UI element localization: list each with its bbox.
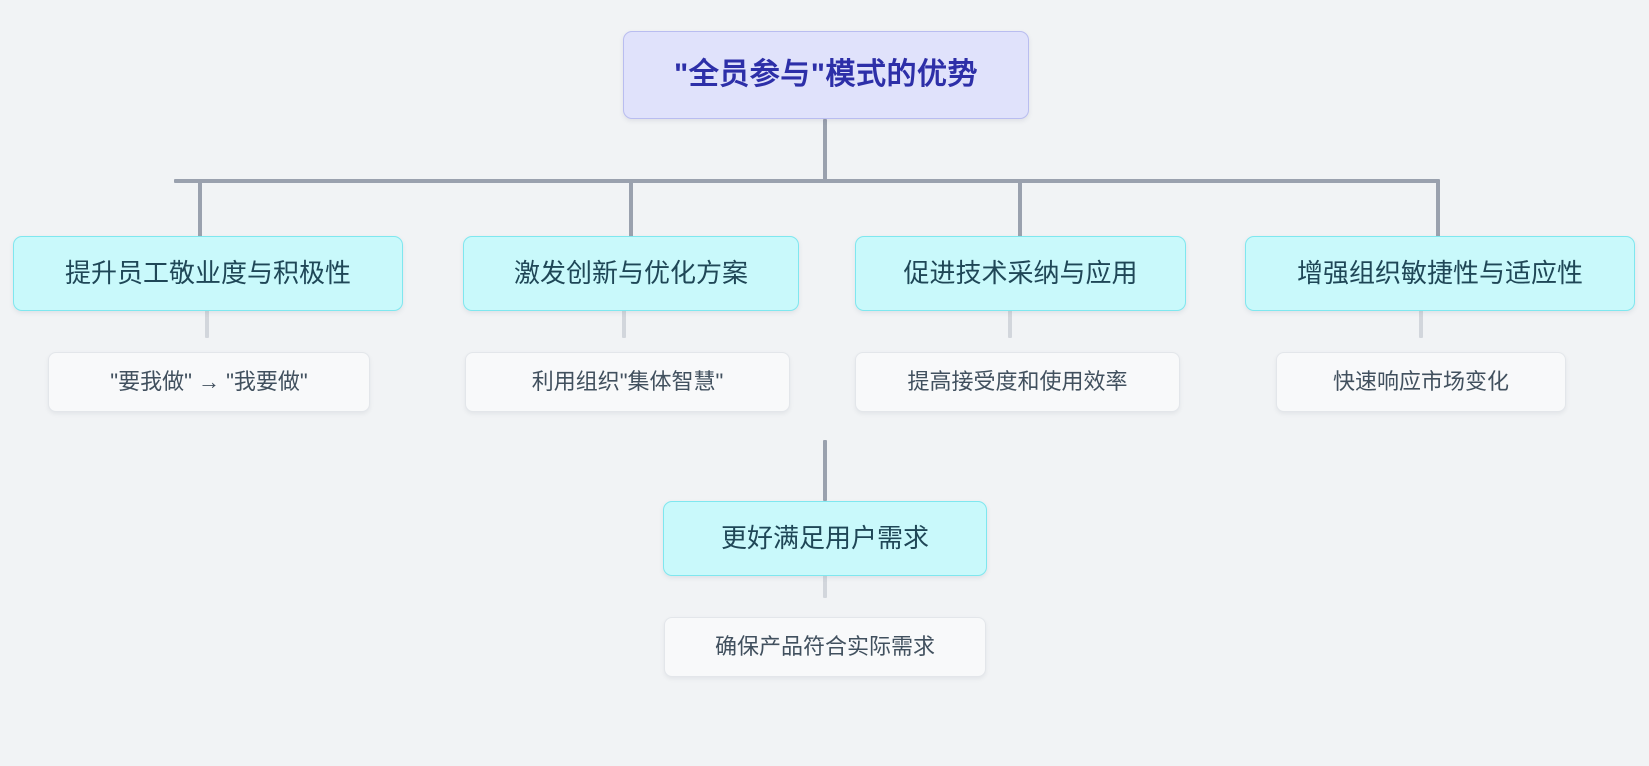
- branch-node-2-label: 激发创新与优化方案: [513, 258, 748, 289]
- leaf-node-1[interactable]: "要我做" → "我要做": [48, 352, 370, 412]
- connector-branch2-to-leaf: [622, 310, 626, 338]
- connector-bus-to-branch-2: [629, 181, 633, 237]
- branch-node-4-label: 增强组织敏捷性与适应性: [1296, 258, 1583, 289]
- branch-node-1[interactable]: 提升员工敬业度与积极性: [13, 236, 403, 311]
- leaf-node-2-label: 利用组织"集体智慧": [531, 369, 724, 395]
- connector-subbranch-to-leaf: [823, 570, 827, 598]
- root-node-label: "全员参与"模式的优势: [674, 58, 978, 92]
- connector-branch1-to-leaf: [205, 310, 209, 338]
- connector-horizontal-bus: [174, 179, 1440, 183]
- sub-branch-node[interactable]: 更好满足用户需求: [663, 501, 987, 576]
- leaf-node-3[interactable]: 提高接受度和使用效率: [855, 352, 1180, 412]
- branch-node-4[interactable]: 增强组织敏捷性与适应性: [1245, 236, 1635, 311]
- connector-branch3-to-leaf: [1008, 310, 1012, 338]
- leaf-node-1-label: "要我做" → "我要做": [110, 369, 308, 395]
- sub-leaf-node-label: 确保产品符合实际需求: [714, 634, 935, 660]
- connector-bus-to-branch-1: [198, 181, 202, 237]
- sub-leaf-node[interactable]: 确保产品符合实际需求: [664, 617, 986, 677]
- leaf-node-2[interactable]: 利用组织"集体智慧": [465, 352, 790, 412]
- branch-node-3-label: 促进技术采纳与应用: [903, 258, 1138, 289]
- branch-node-3[interactable]: 促进技术采纳与应用: [855, 236, 1186, 311]
- leaf-node-4-label: 快速响应市场变化: [1332, 369, 1509, 395]
- leaf-node-4[interactable]: 快速响应市场变化: [1276, 352, 1566, 412]
- branch-node-2[interactable]: 激发创新与优化方案: [463, 236, 799, 311]
- sub-branch-node-label: 更好满足用户需求: [720, 523, 929, 554]
- connector-bus-to-branch-3: [1018, 181, 1022, 237]
- root-node[interactable]: "全员参与"模式的优势: [623, 31, 1029, 119]
- branch-node-1-label: 提升员工敬业度与积极性: [64, 258, 351, 289]
- leaf-node-3-label: 提高接受度和使用效率: [907, 369, 1128, 395]
- connector-branch2-to-subbranch: [823, 440, 827, 501]
- connector-branch4-to-leaf: [1419, 310, 1423, 338]
- connector-bus-to-branch-4: [1436, 181, 1440, 237]
- connector-root-stem: [823, 119, 827, 183]
